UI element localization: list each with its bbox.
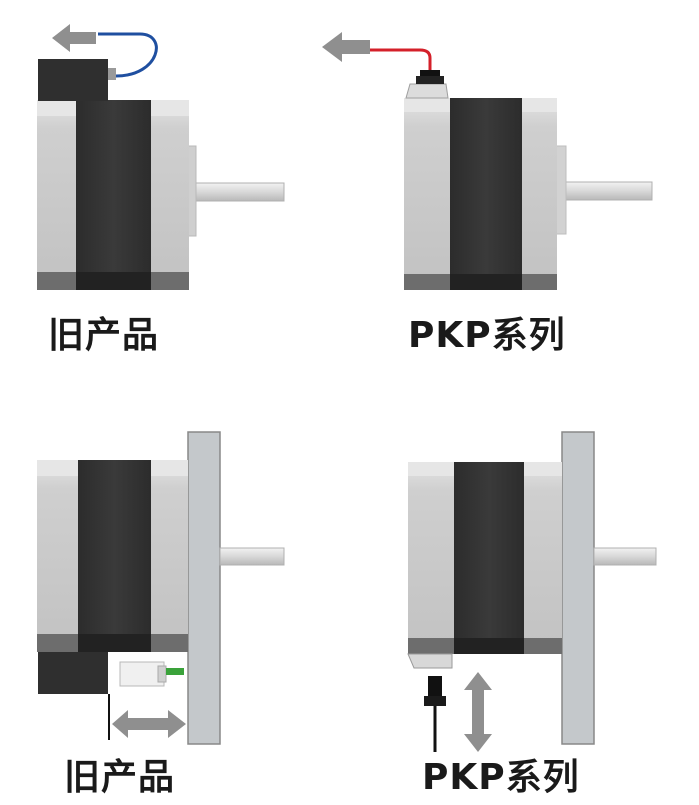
motor-pkp-top <box>322 32 653 290</box>
connector-plug <box>119 661 165 687</box>
blue-cable <box>98 32 158 78</box>
motor-shaft <box>219 547 285 566</box>
motor-old-top <box>37 24 285 290</box>
motor-stator-band-bottom <box>78 634 151 652</box>
arrow-left-icon <box>322 32 370 62</box>
motor-stator-band <box>78 460 151 652</box>
connector-plug-base <box>424 696 446 706</box>
motor-shaft <box>563 181 653 201</box>
motor-stator-band-bottom <box>454 638 524 654</box>
motor-stator-band-bottom <box>76 272 151 290</box>
connector-pin <box>108 68 116 80</box>
caption-pkp-series-top: PKP系列 <box>408 315 566 356</box>
motor-stator-band <box>454 462 524 654</box>
double-arrow-horizontal-icon <box>112 710 186 738</box>
green-wire <box>166 668 184 675</box>
caption-old-product-bottom: 旧产品 <box>64 757 176 798</box>
motor-shaft <box>593 547 657 566</box>
motor-pkp-bottom <box>407 431 657 752</box>
connector-plug-end <box>157 665 167 683</box>
connector-housing <box>405 83 449 99</box>
motor-stator-band <box>76 100 151 290</box>
red-cable <box>368 48 432 70</box>
motor-shaft <box>191 182 285 202</box>
motor-stator-band-bottom <box>450 274 522 290</box>
caption-old-product-top: 旧产品 <box>48 315 160 356</box>
connector-housing <box>38 652 108 694</box>
mounting-plate <box>561 431 595 745</box>
caption-pkp-series-bottom: PKP系列 <box>422 757 580 798</box>
connector-plug <box>428 676 442 696</box>
arrow-left-icon <box>52 24 96 52</box>
mounting-plate <box>187 431 221 745</box>
connector-housing <box>407 653 453 669</box>
connector-plug-cap <box>416 76 444 84</box>
motor-old-bottom <box>37 431 285 745</box>
motor-stator-band <box>450 98 522 290</box>
double-arrow-vertical-icon <box>464 672 492 752</box>
connector-housing <box>38 59 108 101</box>
motor-flange <box>555 145 567 235</box>
